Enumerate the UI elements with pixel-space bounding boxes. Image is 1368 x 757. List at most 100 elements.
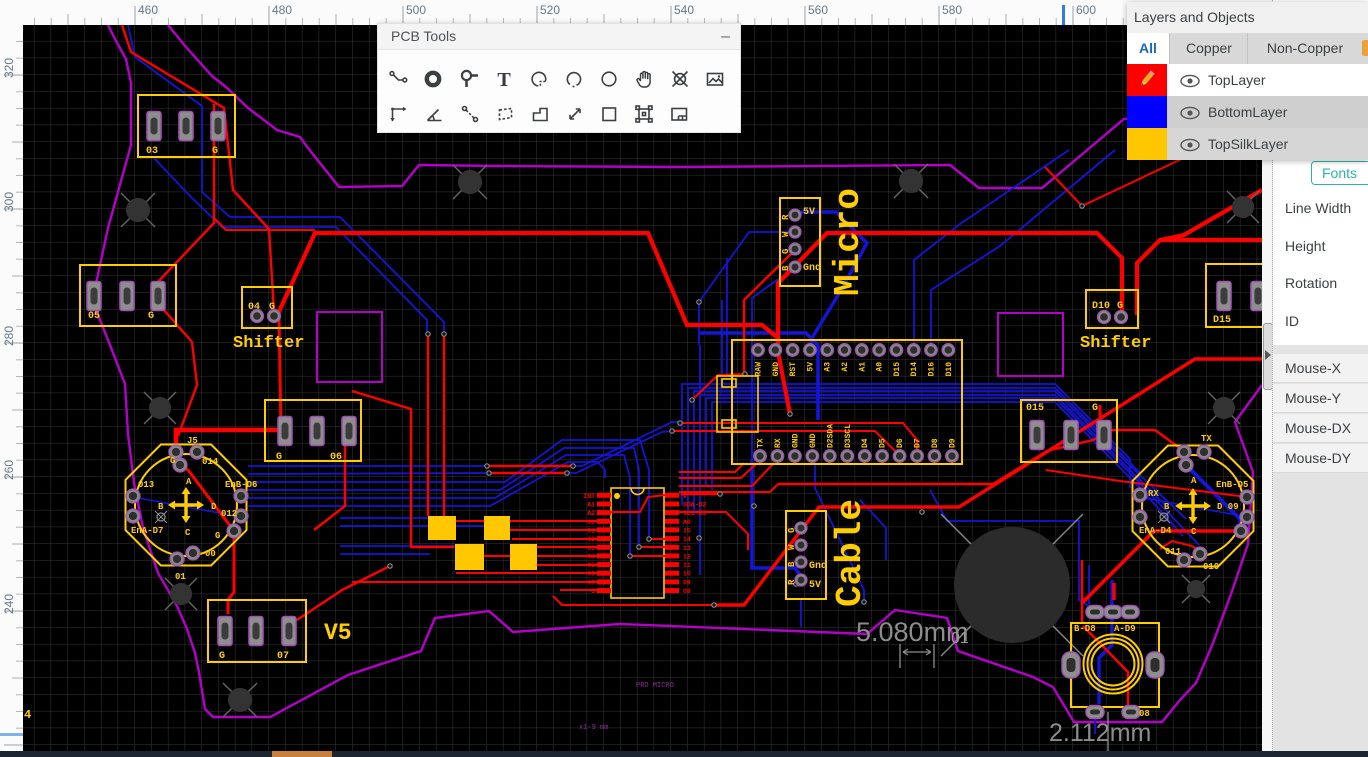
svg-text:D2SDA: D2SDA: [826, 424, 835, 448]
svg-text:J5: J5: [187, 436, 198, 446]
svg-text:EnB-D5: EnB-D5: [1216, 480, 1248, 490]
svg-text:B-D8: B-D8: [1074, 624, 1096, 634]
svg-text:Micro: Micro: [828, 188, 869, 296]
svg-text:A2: A2: [587, 510, 595, 517]
svg-text:460: 460: [138, 3, 158, 17]
svg-text:280: 280: [2, 326, 16, 346]
svg-text:G: G: [148, 311, 154, 322]
svg-text:INT: INT: [583, 493, 595, 500]
svg-text:D6: D6: [896, 438, 905, 448]
svg-text:Gnd: Gnd: [803, 262, 821, 274]
svg-text:W: W: [781, 231, 791, 237]
svg-text:G: G: [269, 302, 275, 313]
svg-text:06: 06: [330, 452, 342, 463]
svg-text:04: 04: [587, 553, 595, 560]
svg-text:A0: A0: [683, 519, 691, 526]
svg-text:Shifter: Shifter: [1080, 334, 1151, 353]
svg-text:G: G: [1092, 403, 1098, 414]
svg-text:5V: 5V: [809, 580, 821, 591]
svg-text:13: 13: [683, 545, 691, 552]
svg-text:x1-9 mm: x1-9 mm: [579, 724, 608, 732]
svg-text:05: 05: [88, 311, 100, 322]
svg-text:A-D9: A-D9: [1114, 624, 1136, 634]
svg-text:10: 10: [683, 571, 691, 578]
svg-text:04: 04: [248, 302, 260, 313]
svg-text:C: C: [1191, 527, 1197, 537]
svg-text:5V: 5V: [803, 207, 815, 218]
svg-text:08: 08: [683, 588, 691, 595]
svg-text:013: 013: [138, 480, 154, 490]
svg-text:D15: D15: [893, 362, 902, 377]
svg-text:A1: A1: [858, 362, 867, 372]
svg-text:R: R: [787, 579, 797, 585]
svg-text:07: 07: [587, 579, 595, 586]
svg-text:580: 580: [942, 3, 962, 17]
svg-text:SCL-D3: SCL-D3: [683, 510, 707, 517]
svg-text:G: G: [591, 588, 595, 595]
svg-text:A: A: [186, 477, 192, 487]
svg-text:11: 11: [683, 562, 691, 569]
svg-text:14: 14: [683, 536, 691, 543]
svg-text:PRO MICRO: PRO MICRO: [636, 682, 674, 690]
svg-text:EnA-D7: EnA-D7: [131, 526, 163, 536]
svg-text:RX: RX: [1148, 489, 1159, 499]
svg-text:T: T: [497, 69, 511, 91]
svg-text:A0: A0: [876, 362, 885, 372]
svg-text:G: G: [787, 528, 797, 533]
svg-text:B: B: [781, 265, 791, 271]
svg-text:D7: D7: [914, 438, 923, 448]
svg-text:014: 014: [202, 457, 219, 467]
svg-text:00: 00: [587, 519, 595, 526]
svg-text:D: D: [211, 502, 217, 512]
svg-text:09: 09: [683, 579, 691, 586]
svg-text:560: 560: [808, 3, 828, 17]
svg-text:03: 03: [146, 146, 158, 157]
svg-text:D10: D10: [945, 362, 954, 377]
svg-text:B: B: [787, 561, 797, 567]
svg-text:D 09: D 09: [1217, 502, 1239, 512]
svg-text:RAW: RAW: [755, 362, 764, 377]
svg-text:D10: D10: [1092, 301, 1110, 312]
svg-text:RST: RST: [789, 362, 798, 377]
svg-text:05: 05: [587, 562, 595, 569]
svg-text:V5: V5: [324, 620, 352, 646]
svg-text:C: C: [185, 528, 191, 538]
svg-text:012: 012: [221, 509, 237, 519]
svg-text:B: B: [158, 502, 164, 512]
svg-text:260: 260: [2, 460, 16, 480]
svg-text:240: 240: [2, 594, 16, 614]
svg-text:D9: D9: [948, 438, 957, 448]
svg-text:D4: D4: [861, 438, 870, 448]
svg-text:5V: 5V: [806, 362, 815, 372]
svg-text:06: 06: [587, 571, 595, 578]
svg-text:D8: D8: [931, 438, 940, 448]
svg-text:Shifter: Shifter: [233, 334, 304, 353]
svg-text:Cable: Cable: [830, 499, 871, 607]
svg-text:A3: A3: [824, 362, 833, 372]
svg-text:GND: GND: [809, 433, 818, 448]
svg-text:03: 03: [587, 545, 595, 552]
svg-text:015: 015: [1026, 403, 1044, 414]
svg-text:010: 010: [1203, 562, 1219, 572]
svg-text:TX: TX: [757, 438, 766, 448]
svg-text:D3SCL: D3SCL: [844, 424, 853, 448]
svg-text:300: 300: [2, 192, 16, 212]
svg-text:D5: D5: [879, 438, 888, 448]
svg-text:G: G: [276, 452, 282, 463]
svg-text:01: 01: [951, 630, 969, 647]
svg-text:12: 12: [683, 553, 691, 560]
svg-text:GND: GND: [791, 433, 800, 448]
svg-text:G: G: [219, 651, 225, 662]
svg-text:011: 011: [1165, 547, 1182, 557]
svg-text:08: 08: [1139, 709, 1150, 719]
svg-text:02: 02: [587, 536, 595, 543]
svg-text:01: 01: [175, 572, 186, 582]
svg-text:2.112mm: 2.112mm: [1049, 719, 1151, 747]
svg-text:500: 500: [406, 3, 426, 17]
svg-text:B: B: [1164, 502, 1170, 512]
svg-text:5.080mm: 5.080mm: [856, 617, 969, 647]
svg-text:D15: D15: [1213, 315, 1231, 326]
svg-text:520: 520: [540, 3, 560, 17]
svg-text:480: 480: [272, 3, 292, 17]
svg-text:RX: RX: [774, 438, 783, 448]
